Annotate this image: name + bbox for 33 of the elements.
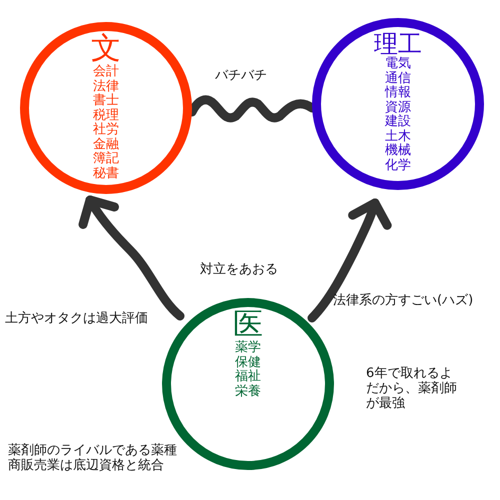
note-text: 6年で取れるよだから、薬剤師が最強 xyxy=(366,366,458,411)
field-name: 資源 xyxy=(385,100,411,114)
note-text: 薬剤師のライバルである薬種商販売業は底辺資格と統合 xyxy=(8,443,178,473)
field-name: 秘書 xyxy=(93,166,119,181)
circle-heading: 文 xyxy=(91,33,121,65)
field-name: 税理 xyxy=(93,108,119,122)
field-name: 土木 xyxy=(385,130,411,144)
field-name: 書士 xyxy=(93,94,119,108)
note-text: 土方やオタクは過大評価 xyxy=(5,311,149,326)
field-name: 薬学 xyxy=(235,341,261,356)
note-text: 法律系の方すごい(ハズ) xyxy=(333,293,474,308)
field-name: 福祉 xyxy=(235,370,261,384)
field-name: 会計 xyxy=(93,65,119,79)
field-name: 電気 xyxy=(385,57,411,71)
circle-heading: 理工 xyxy=(374,31,422,57)
field-name: 栄養 xyxy=(235,384,261,399)
field-name: 金融 xyxy=(93,138,119,152)
arrow xyxy=(78,196,184,320)
note-text: 対立をあおる xyxy=(200,262,279,277)
field-name: 簿記 xyxy=(93,152,119,166)
field-name: 建設 xyxy=(385,115,411,129)
field-name: 化学 xyxy=(385,158,411,173)
field-name: 保健 xyxy=(235,356,261,370)
category-circle xyxy=(312,18,484,190)
circle-heading: 医 xyxy=(233,309,263,341)
field-name: 機械 xyxy=(385,144,411,158)
field-name: 情報 xyxy=(385,86,411,100)
arrow xyxy=(308,198,392,322)
edge-label: バチバチ xyxy=(215,68,267,83)
field-name: 通信 xyxy=(385,72,411,86)
field-name: 社労 xyxy=(93,123,119,138)
category-circle xyxy=(20,22,192,194)
field-name: 法律 xyxy=(93,80,119,94)
